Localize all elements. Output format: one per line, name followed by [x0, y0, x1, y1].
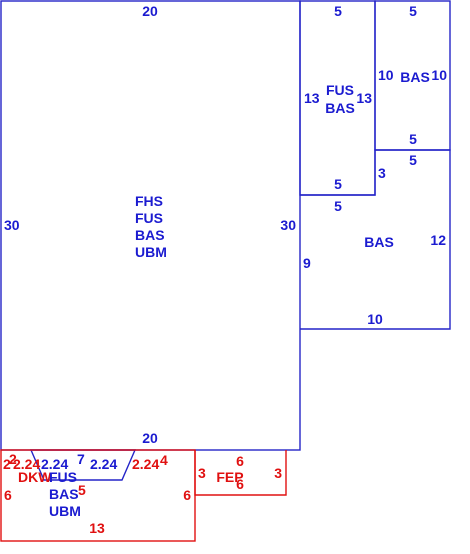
lower-left-red-top-label-right: 2.24	[132, 456, 159, 472]
fus-bas-bottom-dimension: 5	[334, 176, 342, 192]
fep-left-dimension: 3	[198, 465, 206, 481]
bas-upper-right-dimension: 10	[431, 67, 447, 83]
main-right-dimension: 30	[280, 217, 296, 233]
fus-bas-top-dimension: 5	[334, 3, 342, 19]
lower-left-right-dimension: 6	[183, 487, 191, 503]
main-left-dimension: 30	[4, 217, 20, 233]
lower-left-blue-top-label-2: 7	[77, 451, 85, 467]
lower-left-left-dimension: 6	[4, 487, 12, 503]
bas-upper-left-dimension: 10	[378, 67, 394, 83]
lower-left-red-top-label: 2.24	[13, 456, 40, 472]
lower-left-mid-dimension: 5	[78, 482, 86, 498]
bas-lower-offset-dimension: 5	[334, 198, 342, 214]
lower-left-overlap-code: DKW	[18, 469, 52, 485]
fep-top-dimension: 6	[236, 453, 244, 469]
lower-left-code-2: BAS	[49, 486, 79, 502]
lower-left-code-3: UBM	[49, 503, 81, 519]
fus-bas-right-dimension: 13	[356, 90, 372, 106]
fep-bottom-dimension: 6	[236, 476, 244, 492]
fus-bas-left-dimension: 13	[304, 90, 320, 106]
bas-lower-outline	[300, 149, 451, 330]
bas-upper-bottom-dimension: 5	[409, 131, 417, 147]
lower-left-blue-top-label-3: 2.24	[90, 456, 117, 472]
bas-upper-top-dimension: 5	[409, 3, 417, 19]
main-code-4: UBM	[135, 244, 167, 260]
bas-lower-code: BAS	[364, 234, 394, 250]
main-top-dimension: 20	[142, 3, 158, 19]
bas-lower-notch-dimension: 3	[378, 165, 386, 181]
fep-code: FEP	[216, 469, 243, 485]
main-bottom-dimension: 20	[142, 430, 158, 446]
fus-bas-code-1: FUS	[326, 82, 354, 98]
fep-right-dimension: 3	[274, 465, 282, 481]
lower-left-bottom-dimension: 13	[89, 520, 105, 536]
bas-lower-bottom-dimension: 10	[367, 311, 383, 327]
fep-area-outline	[194, 450, 287, 496]
bas-lower-top-dimension: 5	[409, 152, 417, 168]
bas-upper-code: BAS	[400, 69, 430, 85]
bas-lower-left-dimension: 9	[303, 255, 311, 271]
lower-left-code-1: FUS	[49, 469, 77, 485]
lower-left-red-top-1: 2	[3, 456, 11, 472]
lower-left-blue-top-label-1: 2.24	[41, 456, 68, 472]
main-code-3: BAS	[135, 227, 165, 243]
main-code-1: FHS	[135, 193, 163, 209]
fus-bas-code-2: BAS	[325, 100, 355, 116]
main-code-2: FUS	[135, 210, 163, 226]
lower-left-red-top-right: 4	[160, 452, 168, 468]
lower-left-red-top-2: 2	[9, 451, 17, 467]
bas-lower-right-dimension: 12	[430, 232, 446, 248]
